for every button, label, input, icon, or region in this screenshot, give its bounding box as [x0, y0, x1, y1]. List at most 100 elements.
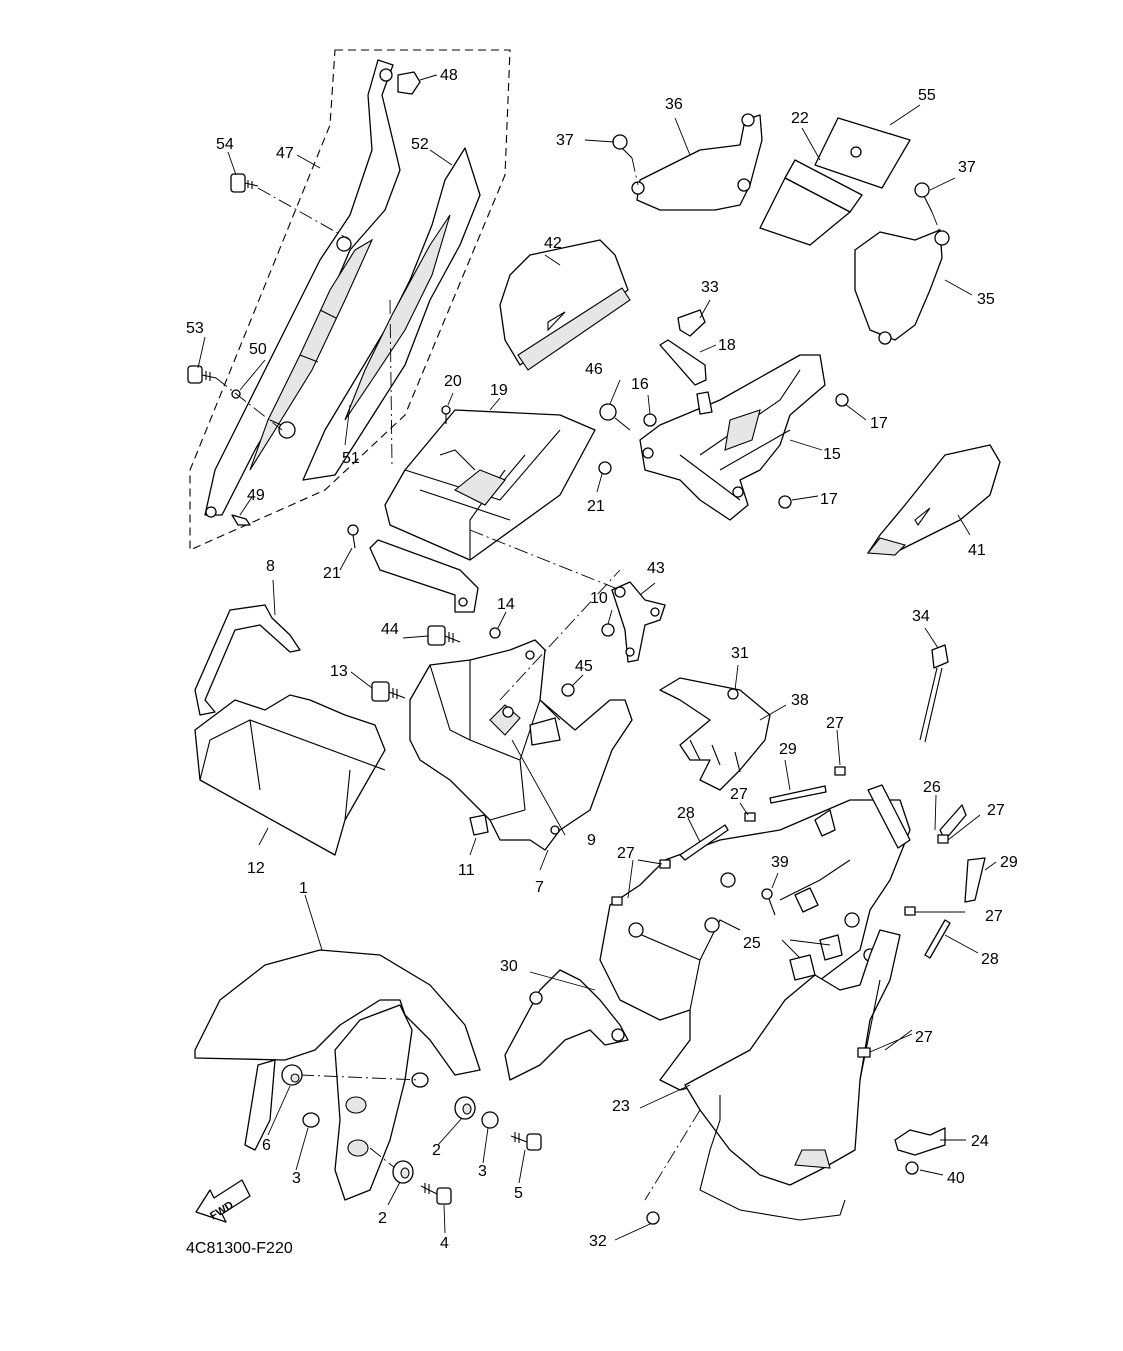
inner-cover-52	[302, 147, 481, 481]
grommet-2b	[392, 1160, 414, 1184]
callout-17: 17	[870, 415, 888, 432]
bracket-38	[659, 677, 771, 791]
callout-49: 49	[247, 487, 265, 504]
bracket-30	[504, 969, 629, 1081]
callout-27: 27	[826, 715, 844, 732]
cover-42	[499, 239, 631, 371]
callout-51: 51	[342, 450, 360, 467]
nut-10	[601, 623, 615, 637]
callout-44: 44	[381, 621, 399, 638]
clip-under-18	[696, 391, 713, 415]
callout-27: 27	[617, 845, 635, 862]
callout-12: 12	[247, 860, 265, 877]
strips-28-29	[679, 785, 986, 959]
grommet-6	[281, 1064, 303, 1086]
rear-bracket-15	[639, 354, 826, 521]
bolt-48	[397, 71, 438, 95]
bolt-4	[420, 1183, 452, 1205]
callout-3: 3	[292, 1170, 301, 1187]
callout-19: 19	[490, 382, 508, 399]
collar-3b	[481, 1111, 499, 1129]
seat-bracket-19	[369, 299, 621, 613]
bolt-5	[510, 1132, 542, 1151]
callout-32: 32	[589, 1233, 607, 1250]
strip-26	[867, 784, 967, 849]
bracket-36	[631, 113, 763, 211]
callout-30: 30	[500, 958, 518, 975]
bolt-14	[489, 627, 501, 639]
clip-18	[659, 339, 707, 386]
callout-29: 29	[779, 741, 797, 758]
callout-27: 27	[915, 1029, 933, 1046]
callout-29: 29	[1000, 854, 1018, 871]
callout-16: 16	[631, 376, 649, 393]
bracket-43	[611, 581, 666, 663]
callout-2: 2	[432, 1142, 441, 1159]
callout-11: 11	[458, 862, 475, 879]
callout-34: 34	[912, 608, 930, 625]
callout-27: 27	[985, 908, 1003, 925]
bolt-13	[371, 681, 406, 702]
callout-37: 37	[958, 159, 976, 176]
callout-24: 24	[971, 1133, 989, 1150]
fwd-arrow-icon: FWD	[195, 1179, 251, 1223]
group-outline-47	[189, 49, 511, 551]
callout-43: 43	[647, 560, 665, 577]
callout-10: 10	[590, 590, 608, 607]
screw-37b	[914, 182, 941, 233]
callout-33: 33	[701, 279, 719, 296]
callout-2: 2	[378, 1210, 387, 1227]
callout-18: 18	[718, 337, 736, 354]
grommet-2a	[454, 1096, 476, 1120]
callout-23: 23	[612, 1098, 630, 1115]
screw-37a	[612, 134, 639, 186]
pad-55	[814, 117, 911, 189]
callout-7: 7	[535, 879, 544, 896]
screw-32	[646, 1211, 660, 1225]
rubber-25	[789, 934, 843, 981]
callout-42: 42	[544, 235, 562, 252]
callout-31: 31	[731, 645, 749, 662]
callout-6: 6	[262, 1137, 271, 1154]
callout-54: 54	[216, 136, 234, 153]
callout-15: 15	[823, 446, 841, 463]
callout-20: 20	[444, 373, 462, 390]
plate-24	[894, 1127, 946, 1156]
callout-27: 27	[987, 802, 1005, 819]
drawing-code: 4C81300-F220	[186, 1240, 293, 1257]
pads-27	[611, 766, 949, 1058]
bolt-53	[187, 365, 283, 431]
callout-4: 4	[440, 1235, 449, 1252]
bracket-35	[854, 229, 950, 345]
callout-14: 14	[497, 596, 515, 613]
nut-40	[905, 1161, 919, 1175]
callout-3: 3	[478, 1163, 487, 1180]
callout-labels: 1 2 2 3 3 4 5 6 7 8 9 10 11 12 13 14 15 …	[186, 67, 1018, 1252]
screw-21b	[347, 524, 359, 549]
screw-20	[441, 405, 451, 424]
callout-48: 48	[440, 67, 458, 84]
side-cover-assembly	[204, 59, 401, 518]
clip-49	[231, 514, 251, 526]
bolt-54	[230, 173, 351, 241]
callout-53: 53	[186, 320, 204, 337]
callout-40: 40	[947, 1170, 965, 1187]
callout-36: 36	[665, 96, 683, 113]
collar-3a	[302, 1112, 320, 1128]
callout-13: 13	[330, 663, 348, 680]
callout-8: 8	[266, 558, 275, 575]
callout-1: 1	[299, 880, 308, 897]
callout-27: 27	[730, 786, 748, 803]
callout-37: 37	[556, 132, 574, 149]
callout-22: 22	[791, 110, 809, 127]
callout-55: 55	[918, 87, 936, 104]
callout-17: 17	[820, 491, 838, 508]
callout-46: 46	[585, 361, 603, 378]
callout-5: 5	[514, 1185, 523, 1202]
callout-35: 35	[977, 291, 995, 308]
callout-52: 52	[411, 136, 429, 153]
front-fender-1	[194, 949, 481, 1201]
nut-11	[469, 814, 489, 836]
strap-22	[759, 159, 863, 246]
